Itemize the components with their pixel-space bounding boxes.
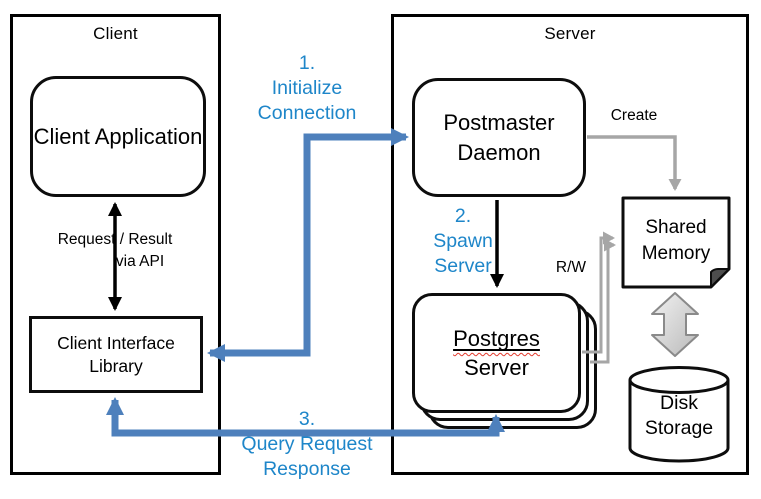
client-interface-library-box: Client Interface Library xyxy=(29,316,203,393)
disk-storage-label: Disk Storage xyxy=(644,391,714,439)
postmaster-daemon-label: Postmaster Daemon xyxy=(443,110,555,165)
step-1-number: 1. xyxy=(298,52,316,74)
step-2-line1: Spawn xyxy=(433,230,493,252)
step-2-number: 2. xyxy=(454,205,472,227)
via-api-label: via API xyxy=(115,253,165,270)
client-interface-library-label: Client Interface Library xyxy=(57,332,175,376)
postmaster-daemon-box: Postmaster Daemon xyxy=(412,78,586,197)
postgres-server-label-line2: Server xyxy=(464,355,529,380)
step-2-label: 2. Spawn Server xyxy=(403,204,523,279)
step-1-line1: Initialize xyxy=(271,77,343,99)
client-group-title: Client xyxy=(93,24,138,43)
step-2-line2: Server xyxy=(434,255,492,277)
rw-label: R/W xyxy=(555,259,587,276)
step-3-label: 3. Query Request Response xyxy=(227,407,387,482)
create-label: Create xyxy=(610,107,658,124)
step-1-line2: Connection xyxy=(257,102,357,124)
request-result-label: Request / Result xyxy=(57,231,173,248)
server-group-title: Server xyxy=(544,24,596,43)
client-application-box: Client Application xyxy=(30,76,206,197)
shared-memory-label: Shared Memory xyxy=(641,217,711,264)
step-3-number: 3. xyxy=(298,408,316,430)
step-3-line2: Response xyxy=(263,458,351,480)
postgres-server-label-line1: Postgres xyxy=(453,325,540,351)
initialize-connection-arrow xyxy=(207,128,409,362)
postgres-server-box: Postgres Server xyxy=(412,293,581,413)
client-application-label: Client Application xyxy=(33,123,203,149)
step-1-label: 1. Initialize Connection xyxy=(237,51,377,126)
step-3-line1: Query Request xyxy=(241,433,373,455)
